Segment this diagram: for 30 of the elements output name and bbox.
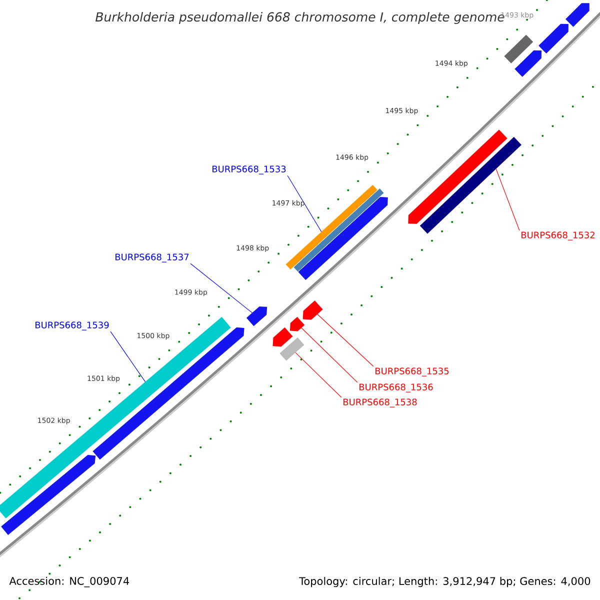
footer-text: Accession: NC_009074	[9, 576, 130, 588]
footer-text: Topology: circular; Length: 3,912,947 bp; Genes: 4,000	[299, 576, 590, 588]
gene-label: BURPS668_1533	[212, 166, 286, 174]
leader-line	[110, 331, 146, 382]
gene-bar	[280, 337, 304, 361]
gene-label: BURPS668_1537	[116, 254, 189, 262]
gene-bar	[504, 34, 534, 64]
gene-label: BURPS668_1539	[36, 322, 109, 330]
gene-block	[408, 130, 508, 224]
gene-bar	[294, 188, 384, 272]
gene-block	[302, 300, 323, 320]
gene-block	[538, 24, 568, 54]
gene-block	[246, 306, 268, 326]
leader-line	[190, 263, 252, 314]
gene-bar	[420, 136, 522, 234]
gene-block	[272, 327, 293, 347]
gene-label: BURPS668_1535	[376, 368, 449, 376]
leader-line	[295, 352, 342, 398]
gene-block	[566, 3, 590, 27]
gene-label: BURPS668_1538	[344, 398, 417, 408]
leader-line	[287, 175, 322, 232]
leader-line	[317, 314, 374, 367]
gene-block	[290, 316, 305, 332]
gene-label: BURPS668_1532	[522, 232, 594, 240]
gene-block	[514, 50, 542, 77]
gene-block	[1, 454, 96, 536]
leader-line	[301, 328, 358, 383]
gene-label: BURPS668_1536	[360, 384, 433, 392]
gene-bar	[0, 316, 231, 518]
leader-line	[496, 168, 520, 231]
